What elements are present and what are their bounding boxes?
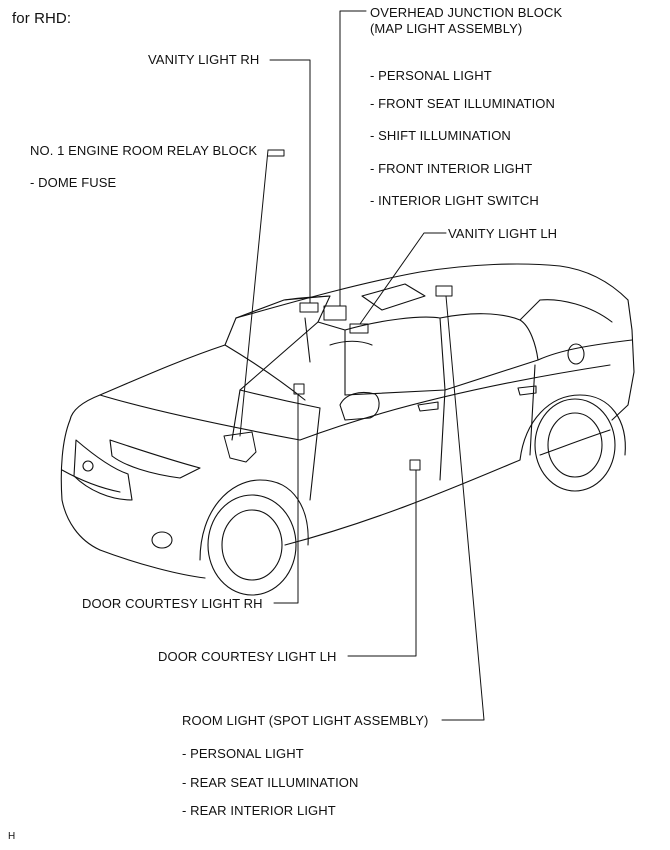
relay-block-label: NO. 1 ENGINE ROOM RELAY BLOCK bbox=[30, 143, 258, 158]
room-light-item: - PERSONAL LIGHT bbox=[182, 746, 304, 761]
vanity-light-lh-label: VANITY LIGHT LH bbox=[448, 226, 558, 241]
room-light-shape bbox=[435, 285, 453, 297]
overhead-junction-shape bbox=[323, 305, 347, 321]
car-body-outline bbox=[60, 263, 635, 596]
vanity-light-lh-shape bbox=[349, 323, 369, 334]
relay-block-item: - DOME FUSE bbox=[30, 175, 117, 190]
overhead-junction-title-2: (MAP LIGHT ASSEMBLY) bbox=[370, 21, 523, 36]
component-shapes bbox=[223, 285, 453, 471]
corner-mark: H bbox=[8, 831, 16, 842]
relay-block-shape bbox=[223, 431, 257, 463]
leader-lines bbox=[239, 10, 485, 721]
overhead-item: - FRONT SEAT ILLUMINATION bbox=[370, 96, 556, 111]
door-courtesy-rh-shape bbox=[293, 383, 305, 395]
overhead-item: - SHIFT ILLUMINATION bbox=[370, 128, 511, 143]
room-light-item: - REAR INTERIOR LIGHT bbox=[182, 803, 336, 818]
door-courtesy-lh-shape bbox=[409, 459, 421, 471]
overhead-item: - INTERIOR LIGHT SWITCH bbox=[370, 193, 539, 208]
overhead-item: - PERSONAL LIGHT bbox=[370, 68, 492, 83]
overhead-junction-title-1: OVERHEAD JUNCTION BLOCK bbox=[370, 5, 563, 20]
door-courtesy-lh-label: DOOR COURTESY LIGHT LH bbox=[158, 649, 337, 664]
vanity-light-rh-label: VANITY LIGHT RH bbox=[148, 52, 260, 67]
vanity-light-rh-shape bbox=[299, 302, 319, 313]
room-light-label: ROOM LIGHT (SPOT LIGHT ASSEMBLY) bbox=[182, 713, 429, 728]
overhead-item: - FRONT INTERIOR LIGHT bbox=[370, 161, 533, 176]
room-light-item: - REAR SEAT ILLUMINATION bbox=[182, 775, 359, 790]
door-courtesy-rh-label: DOOR COURTESY LIGHT RH bbox=[82, 596, 263, 611]
heading: for RHD: bbox=[12, 10, 72, 27]
